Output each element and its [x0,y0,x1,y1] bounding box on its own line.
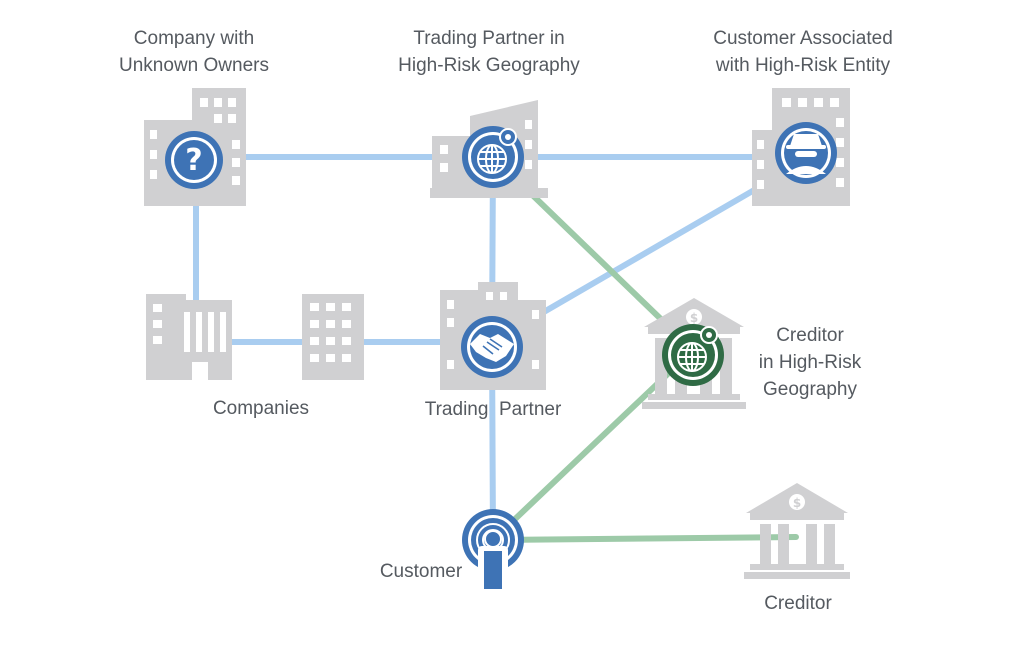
svg-text:?: ? [185,143,202,178]
globe-pin-icon [462,126,524,188]
node-trading-partner-high-risk[interactable] [430,100,548,198]
label-customer-high-risk-entity: Customer Associated with High-Risk Entit… [713,28,893,76]
label-trading-partner-high-risk: Trading Partner in High-Risk Geography [398,28,580,76]
dollar-coin-icon: $ [686,309,702,325]
node-creditor-high-risk[interactable]: $ [642,298,746,409]
label-customer: Customer [379,561,463,582]
person-signal-icon [462,509,524,590]
node-customer-high-risk-entity[interactable] [752,88,850,206]
building-windows [447,292,539,369]
handshake-icon [461,316,523,378]
building-windows [440,120,532,172]
building-windows [153,303,351,380]
building-windows [150,98,240,185]
label-unknown-owners: Company with Unknown Owners [119,28,269,76]
question-mark-icon: ? [165,131,223,189]
label-trading-partner: Trading Partner [424,399,562,420]
node-trading-partner[interactable] [440,282,546,390]
dollar-coin-icon: $ [789,494,805,510]
svg-text:$: $ [690,311,698,325]
building-windows [757,98,844,189]
globe-pin-icon [662,324,724,386]
node-companies[interactable] [146,294,364,380]
node-creditor[interactable]: $ [744,483,850,579]
node-unknown-owners[interactable]: ? [144,88,246,206]
svg-text:$: $ [793,496,801,510]
node-customer[interactable] [462,509,524,590]
label-creditor-high-risk: Creditor in High-Risk Geography [758,325,862,400]
link-customer-to-creditor [490,534,799,543]
label-creditor: Creditor [764,593,832,614]
masked-person-icon [775,122,837,184]
label-companies: Companies [212,398,310,419]
